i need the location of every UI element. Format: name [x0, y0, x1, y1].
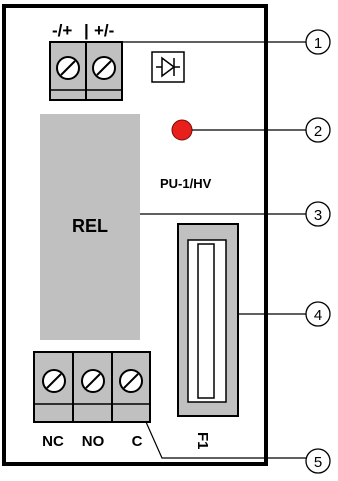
- terminal-label-c: C: [132, 433, 143, 450]
- board-label: PU-1/HV: [160, 176, 212, 191]
- screw-terminal-icon: [81, 369, 105, 393]
- callout-2: 2: [305, 117, 331, 143]
- led-indicator: [171, 119, 193, 141]
- top-terminal-label-left: -/+: [52, 21, 72, 40]
- fuse-label: F1: [194, 432, 211, 450]
- top-terminal-separator: |: [84, 21, 89, 40]
- leader-line-5: [145, 421, 306, 459]
- terminal-label-no: NO: [82, 433, 105, 450]
- callout-leaders: [86, 41, 306, 459]
- callout-5: 5: [305, 448, 331, 474]
- callout-number-5: 5: [314, 454, 322, 471]
- screw-terminal-icon: [92, 56, 116, 80]
- screw-terminal-icon: [56, 56, 80, 80]
- callout-4: 4: [305, 301, 331, 327]
- callout-1: 1: [305, 29, 331, 55]
- screw-terminal-icon: [119, 369, 143, 393]
- relay: [40, 114, 140, 340]
- callout-number-1: 1: [314, 35, 322, 52]
- callout-number-2: 2: [314, 123, 322, 140]
- callout-number-4: 4: [314, 307, 322, 324]
- diode-symbol-icon: [151, 51, 185, 83]
- callout-number-3: 3: [314, 207, 322, 224]
- relay-label: REL: [72, 216, 108, 236]
- terminal-label-nc: NC: [42, 433, 64, 450]
- top-terminal-label-right: +/-: [94, 21, 114, 40]
- callout-3: 3: [305, 201, 331, 227]
- screw-terminal-icon: [42, 369, 66, 393]
- fuse-holder: [177, 223, 239, 417]
